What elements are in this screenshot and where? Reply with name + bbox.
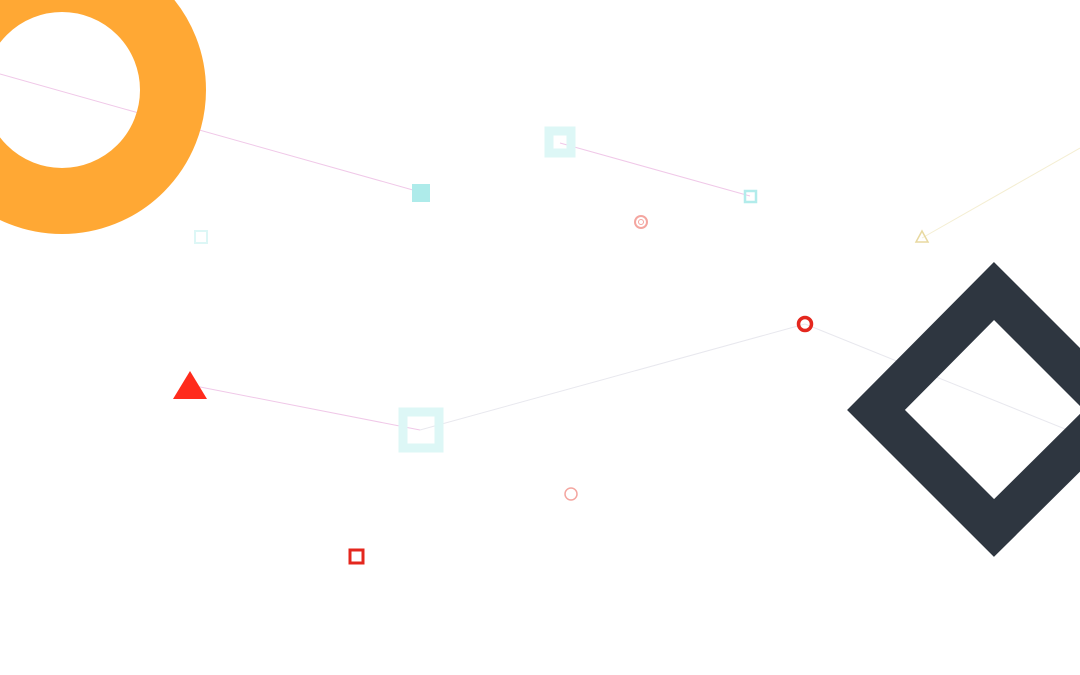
faded-red-ring-lower bbox=[564, 487, 578, 501]
teal-square-outline-center bbox=[398, 407, 444, 453]
connector-line-red-ring-to-diamond bbox=[804, 323, 1080, 436]
teal-square-outline-large bbox=[544, 126, 576, 158]
orange-ring bbox=[0, 0, 206, 234]
connector-line-triangle-to-square bbox=[189, 384, 421, 431]
connector-line-square-to-red-ring bbox=[419, 323, 806, 431]
red-triangle bbox=[173, 371, 207, 399]
faded-red-ring-upper-inner bbox=[638, 219, 644, 225]
teal-filled-square bbox=[412, 184, 430, 202]
connector-line-ring-to-teal bbox=[0, 73, 421, 193]
teal-square-outline-tiny bbox=[194, 230, 208, 244]
cream-triangle-outline bbox=[914, 229, 930, 243]
faded-red-ring-upper bbox=[634, 215, 648, 229]
red-small-ring bbox=[796, 315, 814, 333]
dark-diamond-outline bbox=[847, 261, 1080, 557]
red-small-square-outline bbox=[348, 548, 365, 565]
connector-line-cream-triangle bbox=[921, 147, 1080, 239]
connector-lines bbox=[0, 73, 1080, 436]
connector-line-teal-outlines bbox=[559, 142, 751, 197]
teal-square-outline-small bbox=[743, 189, 758, 204]
